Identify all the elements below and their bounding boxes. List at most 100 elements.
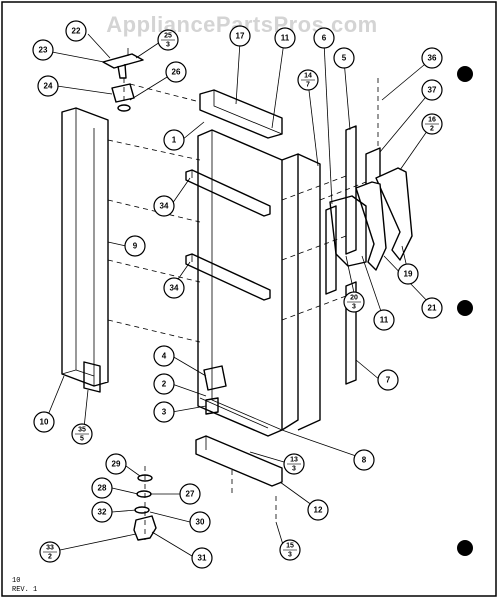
svg-text:35: 35 bbox=[78, 427, 86, 434]
callout-19: 19 bbox=[397, 263, 419, 285]
svg-text:10: 10 bbox=[40, 418, 49, 427]
svg-text:5: 5 bbox=[342, 54, 347, 63]
svg-text:3: 3 bbox=[292, 466, 296, 473]
svg-text:30: 30 bbox=[196, 518, 205, 527]
outer-door-shell bbox=[281, 153, 321, 441]
callout-25: 253 bbox=[157, 29, 179, 51]
svg-text:27: 27 bbox=[186, 490, 195, 499]
callout-22: 22 bbox=[65, 20, 87, 42]
svg-text:21: 21 bbox=[428, 304, 437, 313]
callout-32: 32 bbox=[91, 501, 113, 523]
callout-26: 26 bbox=[165, 61, 187, 83]
svg-text:3: 3 bbox=[352, 304, 356, 311]
bottom-trim-piece bbox=[83, 361, 101, 393]
svg-text:2: 2 bbox=[430, 126, 434, 133]
callout-6: 6 bbox=[313, 27, 335, 49]
svg-text:34: 34 bbox=[160, 202, 169, 211]
svg-text:34: 34 bbox=[170, 284, 179, 293]
svg-text:4: 4 bbox=[162, 352, 167, 361]
callout-16: 162 bbox=[421, 113, 443, 135]
callout-35: 355 bbox=[71, 423, 93, 445]
registration-mark bbox=[457, 66, 473, 82]
svg-text:7: 7 bbox=[306, 82, 310, 89]
callout-28: 28 bbox=[91, 477, 113, 499]
callout-11: 11 bbox=[274, 27, 296, 49]
hinge-bracket bbox=[111, 78, 135, 112]
hinge-pin-stack bbox=[133, 466, 157, 541]
svg-text:31: 31 bbox=[198, 554, 207, 563]
svg-text:36: 36 bbox=[428, 54, 437, 63]
registration-mark bbox=[457, 300, 473, 316]
door-shelf-upper bbox=[185, 169, 271, 217]
callout-14: 147 bbox=[297, 69, 319, 91]
callout-12: 12 bbox=[307, 499, 329, 521]
side-trim-strip bbox=[345, 281, 357, 385]
svg-text:5: 5 bbox=[80, 436, 84, 443]
svg-text:9: 9 bbox=[133, 242, 138, 251]
door-seal-strip bbox=[345, 125, 357, 255]
svg-text:24: 24 bbox=[44, 82, 53, 91]
svg-text:2: 2 bbox=[162, 380, 167, 389]
svg-text:15: 15 bbox=[286, 543, 294, 550]
callout-11b: 11 bbox=[373, 309, 395, 331]
callout-31: 31 bbox=[191, 547, 213, 569]
callout-24: 24 bbox=[37, 75, 59, 97]
callout-23: 23 bbox=[32, 39, 54, 61]
callout-5: 5 bbox=[333, 47, 355, 69]
svg-text:16: 16 bbox=[428, 117, 436, 124]
svg-text:29: 29 bbox=[112, 460, 121, 469]
svg-text:3: 3 bbox=[166, 42, 170, 49]
callout-33: 332 bbox=[39, 541, 61, 563]
callout-29: 29 bbox=[105, 453, 127, 475]
callout-21: 21 bbox=[421, 297, 443, 319]
svg-text:26: 26 bbox=[172, 68, 181, 77]
alignment-lines bbox=[107, 78, 379, 343]
svg-text:3: 3 bbox=[288, 552, 292, 559]
registration-mark bbox=[457, 540, 473, 556]
svg-text:32: 32 bbox=[98, 508, 107, 517]
svg-text:22: 22 bbox=[72, 27, 81, 36]
callout-7: 7 bbox=[377, 369, 399, 391]
svg-text:33: 33 bbox=[46, 545, 54, 552]
callout-34-lower: 34 bbox=[163, 277, 185, 299]
top-door-trim bbox=[199, 89, 283, 139]
left-door-trim bbox=[61, 107, 109, 387]
svg-text:14: 14 bbox=[304, 73, 312, 80]
door-seal-strip bbox=[325, 205, 337, 295]
callout-36: 36 bbox=[421, 47, 443, 69]
svg-text:7: 7 bbox=[386, 376, 391, 385]
svg-text:1: 1 bbox=[172, 136, 177, 145]
callout-17: 17 bbox=[229, 25, 251, 47]
callout-13: 133 bbox=[283, 453, 305, 475]
callout-15: 153 bbox=[279, 539, 301, 561]
svg-text:25: 25 bbox=[164, 33, 172, 40]
bottom-hinge bbox=[203, 365, 227, 415]
top-hinge bbox=[102, 48, 144, 79]
svg-text:12: 12 bbox=[314, 506, 323, 515]
svg-text:13: 13 bbox=[290, 457, 298, 464]
callout-4: 4 bbox=[153, 345, 175, 367]
callout-30: 30 bbox=[189, 511, 211, 533]
svg-text:11: 11 bbox=[281, 34, 290, 43]
callout-1: 1 bbox=[163, 129, 185, 151]
bottom-door-trim bbox=[195, 435, 283, 522]
svg-text:6: 6 bbox=[322, 34, 327, 43]
callout-3: 3 bbox=[153, 401, 175, 423]
callout-34-upper: 34 bbox=[153, 195, 175, 217]
svg-text:20: 20 bbox=[350, 295, 358, 302]
callout-9: 9 bbox=[124, 235, 146, 257]
svg-text:19: 19 bbox=[404, 270, 413, 279]
svg-text:3: 3 bbox=[162, 408, 167, 417]
callout-20: 203 bbox=[343, 291, 365, 313]
footnote-line2: REV. 1 bbox=[12, 586, 37, 594]
svg-text:11: 11 bbox=[380, 316, 389, 325]
svg-text:23: 23 bbox=[39, 46, 48, 55]
callout-2: 2 bbox=[153, 373, 175, 395]
callout-27: 27 bbox=[179, 483, 201, 505]
footnote-line1: 10 bbox=[12, 577, 20, 585]
svg-text:37: 37 bbox=[428, 86, 437, 95]
svg-text:17: 17 bbox=[236, 32, 245, 41]
callout-37: 37 bbox=[421, 79, 443, 101]
